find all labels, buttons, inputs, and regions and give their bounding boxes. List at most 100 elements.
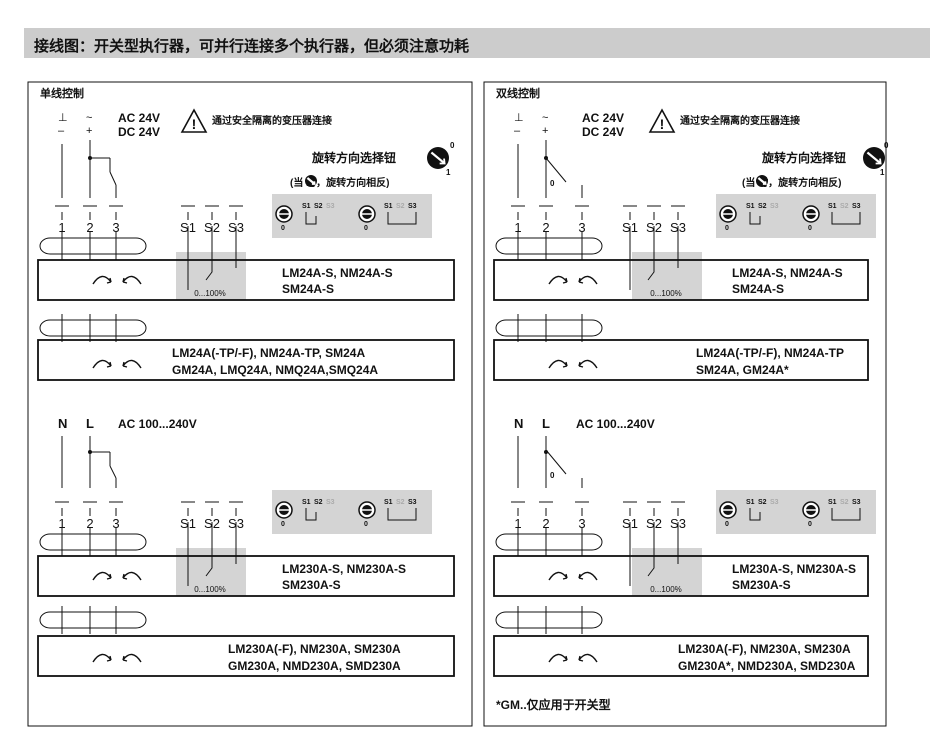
supply-symbol: – — [58, 125, 65, 137]
mains-voltage: AC 100...240V — [118, 417, 197, 431]
cable-bundle — [495, 237, 603, 255]
selector-pos-1: 1 — [880, 168, 885, 177]
cw-arrow-icon — [92, 653, 112, 663]
cable-bundle — [495, 611, 603, 629]
arrow-head — [578, 361, 584, 368]
switch-contact — [831, 212, 861, 225]
footnote: *GM..仅应用于开关型 — [496, 697, 611, 712]
rotation-selector-icon-arrow — [875, 158, 882, 165]
small-selector-icon-arrow — [311, 181, 316, 185]
switch-terminal-label: S3 — [326, 203, 335, 210]
switch-contact — [387, 212, 417, 225]
selector-title: 旋转方向选择钮 — [761, 150, 846, 165]
terminal-mains-label: 1 — [514, 516, 521, 531]
warning-icon — [648, 108, 676, 133]
switch-contact — [749, 508, 761, 521]
model-list-230: GM230A, NMD230A, SMD230A — [228, 659, 401, 673]
switch-terminal-label: S3 — [852, 203, 861, 210]
cable-bundle — [39, 533, 147, 551]
cw-arrow-icon — [548, 571, 568, 581]
mains-label-n: N — [514, 416, 523, 431]
terminal-label: 3 — [578, 220, 585, 235]
switch-terminal-label: S2 — [314, 499, 323, 506]
switch-terminal-label: S3 — [326, 499, 335, 506]
selector-settings-box — [272, 490, 432, 534]
terminal-label: 2 — [542, 220, 549, 235]
switch-terminal-label: S1 — [302, 499, 311, 506]
aux-switch-range: 0...100% — [650, 585, 682, 594]
model-list-s230: LM230A-S, NM230A-S — [732, 562, 856, 576]
rotation-selector-icon-mark — [430, 151, 445, 164]
switch-terminal-label: S1 — [302, 203, 311, 210]
selector-pos-label: 0 — [281, 521, 285, 528]
switch-terminal-label: S2 — [758, 203, 767, 210]
model-box-s24 — [37, 259, 455, 301]
switch-terminal-label: S2 — [840, 203, 849, 210]
terminal-mains-label: 3 — [578, 516, 585, 531]
model-box-s230 — [37, 555, 455, 597]
switch-pos-label: 0 — [550, 471, 555, 480]
arrow-head — [578, 277, 584, 284]
model-list-24: GM24A, LMQ24A, NMQ24A,SMQ24A — [172, 363, 378, 377]
ccw-arrow-icon — [122, 275, 142, 285]
warning-text: 通过安全隔离的变压器连接 — [212, 114, 332, 127]
selector-pos-1: 1 — [446, 168, 451, 177]
mains-label-l: L — [86, 416, 94, 431]
cw-arrow-icon — [548, 359, 568, 369]
model-box-s24 — [493, 259, 869, 301]
switch-terminal-label: S1 — [828, 203, 837, 210]
selector-pos-label: 0 — [364, 225, 368, 232]
selector-pos-label: 0 — [808, 225, 812, 232]
arrow-head — [578, 573, 584, 580]
switch-contact — [831, 508, 861, 521]
aux-wire — [647, 522, 655, 577]
switch-terminal-label: S3 — [770, 203, 779, 210]
switch-terminal-label: S1 — [384, 203, 393, 210]
selector-settings-box — [272, 194, 432, 238]
selector-title: 旋转方向选择钮 — [311, 150, 396, 165]
arrow-head — [122, 361, 128, 368]
model-list-s24: LM24A-S, NM24A-S — [732, 266, 843, 280]
cw-arrow-icon — [548, 653, 568, 663]
supply-symbol: + — [542, 125, 548, 137]
mains-label-n: N — [58, 416, 67, 431]
supply-symbol: ⊥ — [58, 112, 68, 124]
switch-contact — [545, 157, 567, 183]
aux-switch-range: 0...100% — [194, 289, 226, 298]
small-selector-icon-mark — [306, 177, 316, 185]
terminal-mains-label: 1 — [58, 516, 65, 531]
cable-bundle — [39, 611, 147, 629]
arrow-head — [562, 655, 568, 662]
model-box-s230 — [493, 555, 869, 597]
aux-switch-range: 0...100% — [650, 289, 682, 298]
model-list-230: GM230A*, NMD230A, SMD230A — [678, 659, 856, 673]
switch-terminal-label: S1 — [746, 499, 755, 506]
warning-icon — [180, 108, 208, 133]
model-box-24 — [493, 339, 869, 381]
model-list-24: LM24A(-TP/-F), NM24A-TP — [696, 346, 844, 360]
supply-symbol: + — [86, 125, 92, 137]
supply-voltage: DC 24V — [118, 125, 160, 139]
model-list-230: LM230A(-F), NM230A, SM230A — [678, 642, 851, 656]
ccw-arrow-icon — [578, 653, 598, 663]
ccw-arrow-icon — [578, 571, 598, 581]
supply-symbol: ~ — [542, 112, 548, 124]
supply-voltage: AC 24V — [118, 111, 160, 125]
selector-pos-label: 0 — [281, 225, 285, 232]
switch-terminal-label: S2 — [396, 499, 405, 506]
page-title: 接线图：开关型执行器，可并行连接多个执行器，但必须注意功耗 — [34, 38, 470, 55]
terminal-mains-label: 2 — [86, 516, 93, 531]
selector-pos-0: 0 — [450, 141, 455, 150]
cable-bundle — [39, 237, 147, 255]
switch-contact — [109, 171, 117, 186]
ccw-arrow-icon — [122, 359, 142, 369]
arrow-head — [122, 655, 128, 662]
selector-pos-label: 0 — [725, 521, 729, 528]
cw-arrow-icon — [92, 571, 112, 581]
mains-label-l: L — [542, 416, 550, 431]
supply-symbol: ⊥ — [514, 112, 524, 124]
supply-voltage: AC 24V — [582, 111, 624, 125]
model-list-230: LM230A(-F), NM230A, SM230A — [228, 642, 401, 656]
selector-note: (当 时，旋转方向相反) — [290, 176, 389, 189]
panel-title: 单线控制 — [40, 86, 84, 100]
